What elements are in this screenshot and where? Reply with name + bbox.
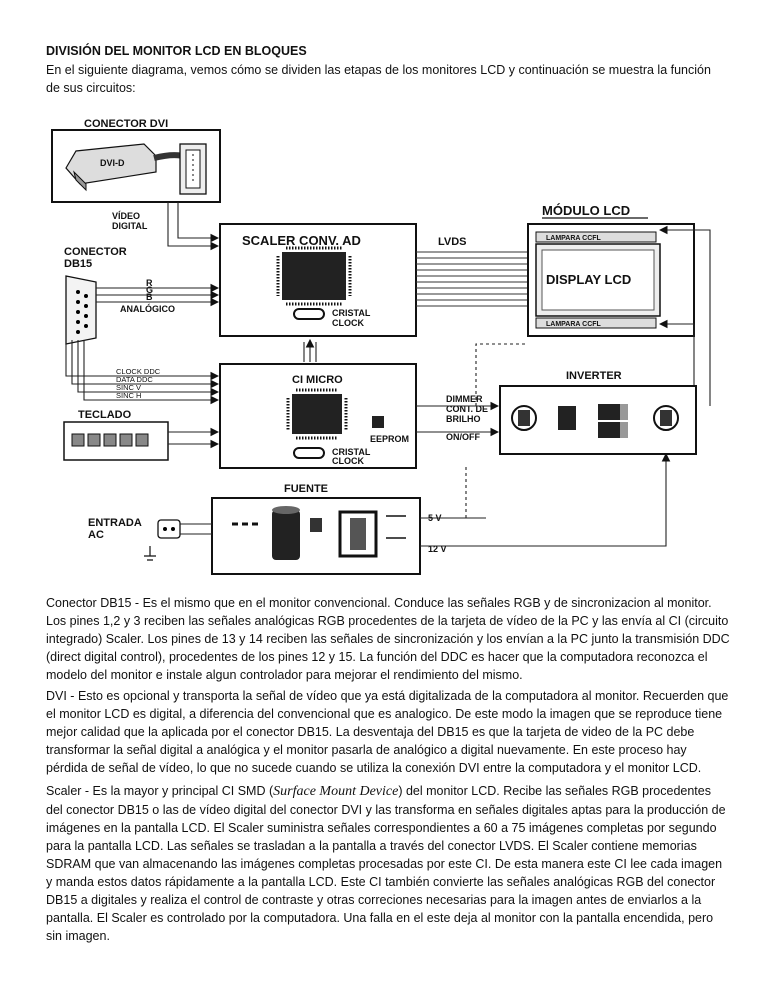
micro-clock: CLOCK <box>332 456 364 466</box>
lamp-top <box>535 231 657 243</box>
inverter-components-icon <box>511 404 679 438</box>
lamp-top-label: LAMPARA CCFL <box>546 235 602 242</box>
lamp-bottom <box>535 317 657 329</box>
scaler-text-rest: ) del monitor LCD. Recibe las señales RG… <box>46 784 726 943</box>
lamp-bottom-label: LAMPARA CCFL <box>546 321 602 328</box>
dimmer-label: DIMMER <box>446 394 483 404</box>
scaler-clock: CLOCK <box>332 318 364 328</box>
clock-ddc-label: CLOCK DDC <box>116 367 161 376</box>
b-label: B <box>146 292 153 302</box>
data-ddc-label: DATA DDC <box>116 375 153 384</box>
dvi-d-label: DVI-D <box>100 158 125 168</box>
video-digital-label-2: DIGITAL <box>112 221 148 231</box>
micro-crystal-icon <box>293 447 325 459</box>
cont-de-label: CONT. DE <box>446 404 488 414</box>
intro-text: En el siguiente diagrama, vemos cómo se … <box>46 63 711 95</box>
sinc-v-label: SINC V <box>116 383 141 392</box>
entrada-label-2: AC <box>88 529 104 541</box>
display-label: DISPLAY LCD <box>546 272 631 287</box>
fuente-title: FUENTE <box>284 483 328 495</box>
micro-chip-icon <box>292 394 342 434</box>
on-off-label: ON/OFF <box>446 432 480 442</box>
lcd-block-diagram: CONECTOR DVI DVI-D VÍDEO DIGITAL CONECTO… <box>51 118 711 575</box>
db15-connector-icon <box>65 275 97 345</box>
brilho-label: BRILHO <box>446 414 481 424</box>
v12-label: 12 V <box>428 544 447 554</box>
lvds-bus <box>416 251 528 307</box>
r-label: R <box>146 278 153 288</box>
micro-cristal: CRISTAL <box>332 447 371 457</box>
db15-label-1: CONECTOR <box>64 246 127 258</box>
lvds-label: LVDS <box>438 236 467 248</box>
video-digital-label-1: VÍDEO <box>112 211 140 221</box>
modulo-lcd-title: MÓDULO LCD <box>542 203 630 218</box>
g-label: G <box>146 285 153 295</box>
analogico-label: ANALÓGICO <box>120 303 175 314</box>
db15-label-2: DB15 <box>64 258 92 270</box>
eeprom-label: EEPROM <box>370 434 409 444</box>
inverter-title: INVERTER <box>566 370 622 382</box>
dvi-connector-label: CONECTOR DVI <box>84 118 168 130</box>
dvi-connector: CONECTOR DVI DVI-D <box>51 118 221 203</box>
section-heading: DIVISIÓN DEL MONITOR LCD EN BLOQUES <box>46 44 307 58</box>
fuente-block <box>211 497 421 575</box>
scaler-title: SCALER CONV. AD <box>242 233 361 248</box>
scaler-text-start: Scaler - Es la mayor y principal CI SMD … <box>46 784 274 798</box>
paragraph-dvi: DVI - Esto es opcional y transporta la s… <box>46 689 729 775</box>
eeprom-chip-icon <box>372 416 384 428</box>
teclado-label: TECLADO <box>78 409 132 421</box>
dvi-socket-icon <box>179 143 207 195</box>
scaler-cristal: CRISTAL <box>332 308 371 318</box>
sinc-h-label: SINC H <box>116 391 141 400</box>
paragraph-db15: Conector DB15 - Es el mismo que en el mo… <box>46 596 730 682</box>
entrada-label-1: ENTRADA <box>88 517 142 529</box>
scaler-crystal-icon <box>293 308 325 320</box>
scaler-chip-icon <box>276 246 352 306</box>
ci-micro-title: CI MICRO <box>292 374 343 386</box>
paragraph-scaler: Scaler - Es la mayor y principal CI SMD … <box>46 782 730 945</box>
power-supply-components-icon <box>232 506 378 560</box>
keypad-buttons-icon <box>71 433 149 447</box>
ac-plug-icon <box>157 519 181 539</box>
smd-term: Surface Mount Device <box>273 784 399 799</box>
